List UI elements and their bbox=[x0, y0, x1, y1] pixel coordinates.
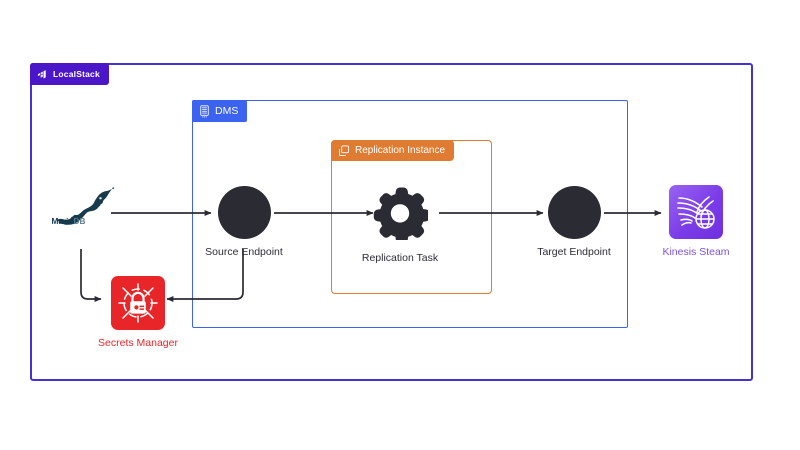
dms-group-label: DMS bbox=[215, 104, 239, 117]
node-kinesis-stream-label: Kinesis Steam bbox=[662, 246, 730, 258]
secrets-manager-lock-icon bbox=[111, 276, 165, 330]
copy-layers-icon bbox=[338, 144, 350, 157]
node-secrets-manager[interactable]: Secrets Manager bbox=[78, 276, 198, 350]
node-source-endpoint[interactable]: Source Endpoint bbox=[189, 186, 299, 259]
database-icon bbox=[199, 104, 210, 118]
node-replication-task-label: Replication Task bbox=[361, 252, 439, 264]
kinesis-stream-icon bbox=[669, 185, 723, 239]
localstack-group-badge: LocalStack bbox=[30, 63, 109, 85]
dms-group-badge: DMS bbox=[192, 100, 248, 122]
gear-icon bbox=[372, 186, 430, 245]
node-target-endpoint-label: Target Endpoint bbox=[537, 246, 611, 258]
replication-instance-group-badge: Replication Instance bbox=[331, 140, 455, 161]
endpoint-circle-icon bbox=[217, 186, 271, 239]
node-mariadb[interactable]: Maria DB bbox=[47, 185, 119, 231]
node-source-endpoint-label: Source Endpoint bbox=[205, 246, 283, 258]
endpoint-circle-icon bbox=[547, 186, 601, 239]
node-kinesis-stream[interactable]: Kinesis Steam bbox=[648, 185, 744, 259]
localstack-group-label: LocalStack bbox=[53, 68, 100, 79]
dms-group-box bbox=[192, 100, 628, 328]
svg-text:Maria: Maria bbox=[52, 217, 74, 226]
replication-instance-group-label: Replication Instance bbox=[355, 144, 446, 156]
node-secrets-manager-label: Secrets Manager bbox=[98, 337, 178, 349]
localstack-logo-icon bbox=[37, 69, 48, 80]
mariadb-seal-icon: Maria DB bbox=[50, 185, 116, 231]
node-replication-task[interactable]: Replication Task bbox=[335, 186, 465, 265]
localstack-group-box bbox=[30, 63, 753, 381]
node-target-endpoint[interactable]: Target Endpoint bbox=[519, 186, 629, 259]
svg-text:DB: DB bbox=[74, 217, 86, 226]
